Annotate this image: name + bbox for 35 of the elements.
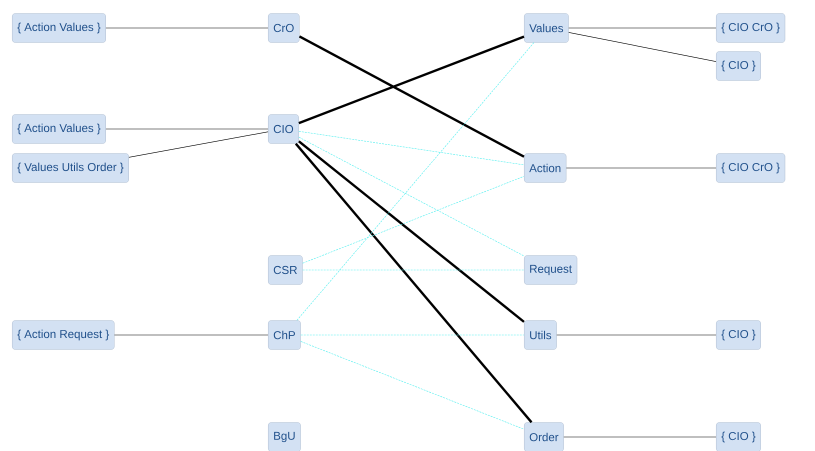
- connector: [294, 142, 532, 424]
- label-box: BgU: [268, 422, 301, 451]
- label-box: CrO: [268, 13, 300, 43]
- connector: [298, 136, 524, 256]
- label-box: { CIO }: [716, 422, 761, 451]
- label-box: { CIO }: [716, 51, 761, 81]
- connector: [298, 131, 524, 166]
- label-box: Utils: [524, 320, 557, 350]
- label-box: { Action Values }: [12, 13, 106, 43]
- label-box: CIO: [268, 114, 299, 144]
- label-box: Values: [524, 13, 569, 43]
- connector: [556, 334, 716, 336]
- connector: [298, 140, 525, 323]
- connector: [300, 341, 524, 430]
- connector: [300, 334, 524, 336]
- connector: [298, 35, 525, 158]
- label-box: { Action Request }: [12, 320, 114, 350]
- label-box: ChP: [268, 320, 301, 350]
- label-box: Action: [524, 153, 566, 183]
- connector: [302, 176, 524, 264]
- connector: [128, 132, 268, 158]
- label-box: { CIO CrO }: [716, 153, 786, 183]
- connector: [114, 334, 268, 336]
- label-box: { Action Values }: [12, 114, 106, 144]
- label-box: Request: [524, 255, 578, 285]
- connector: [568, 32, 716, 62]
- connector: [296, 42, 534, 321]
- connector: [298, 35, 524, 124]
- connector: [564, 436, 716, 438]
- label-box: { CIO CrO }: [716, 13, 786, 43]
- label-box: Order: [524, 422, 564, 451]
- label-box: { Values Utils Order }: [12, 153, 129, 183]
- label-box: { CIO }: [716, 320, 761, 350]
- label-box: CSR: [268, 255, 303, 285]
- connector: [106, 128, 268, 130]
